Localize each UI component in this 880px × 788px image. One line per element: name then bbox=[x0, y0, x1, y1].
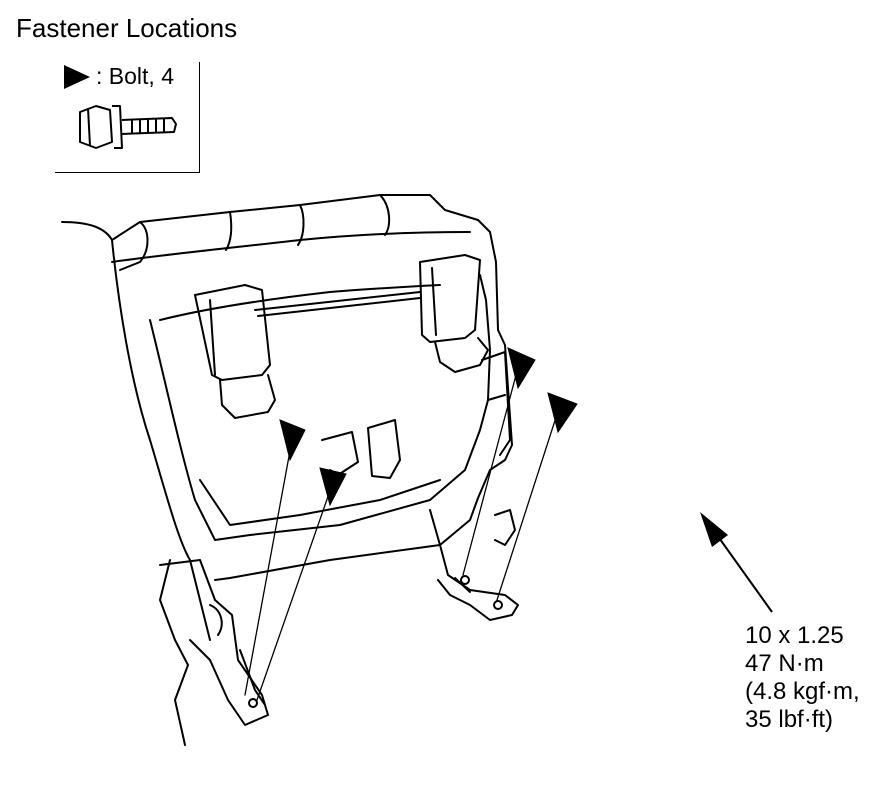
bolt-marker-1 bbox=[279, 419, 306, 462]
left-headrest-guide bbox=[194, 284, 271, 381]
bolt-marker-3 bbox=[507, 347, 536, 390]
leader-line-2 bbox=[256, 484, 333, 701]
torque-spec: 10 x 1.25 47 N·m (4.8 kgf·m, 35 lbf·ft) bbox=[745, 622, 880, 734]
torque-size: 10 x 1.25 bbox=[745, 622, 844, 649]
direction-arrow bbox=[700, 512, 773, 613]
leader-line-3 bbox=[462, 359, 521, 576]
leader-line-1 bbox=[244, 439, 293, 696]
seat-back-left-edge bbox=[111, 239, 211, 641]
torque-imperial: 35 lbf·ft) bbox=[745, 706, 834, 733]
triangle-marker-icon bbox=[64, 65, 90, 89]
legend-box bbox=[55, 62, 200, 173]
inner-frame bbox=[149, 274, 491, 541]
leader-line-4 bbox=[496, 404, 561, 601]
right-hinge-bracket bbox=[429, 509, 519, 621]
left-hinge-bracket bbox=[159, 559, 269, 726]
page-title: Fastener Locations bbox=[16, 13, 238, 43]
torque-kgf: (4.8 kgf·m, bbox=[745, 678, 860, 705]
bolt-marker-2 bbox=[319, 467, 347, 507]
right-headrest-guide bbox=[419, 254, 481, 343]
flange-bolt-icon bbox=[79, 105, 177, 149]
legend-label: : Bolt, 4 bbox=[96, 63, 174, 89]
bolt-marker-4 bbox=[547, 392, 578, 434]
torque-metric: 47 N·m bbox=[745, 650, 824, 677]
seat-back-lower-left bbox=[159, 559, 189, 746]
seat-back-outline bbox=[61, 194, 513, 581]
